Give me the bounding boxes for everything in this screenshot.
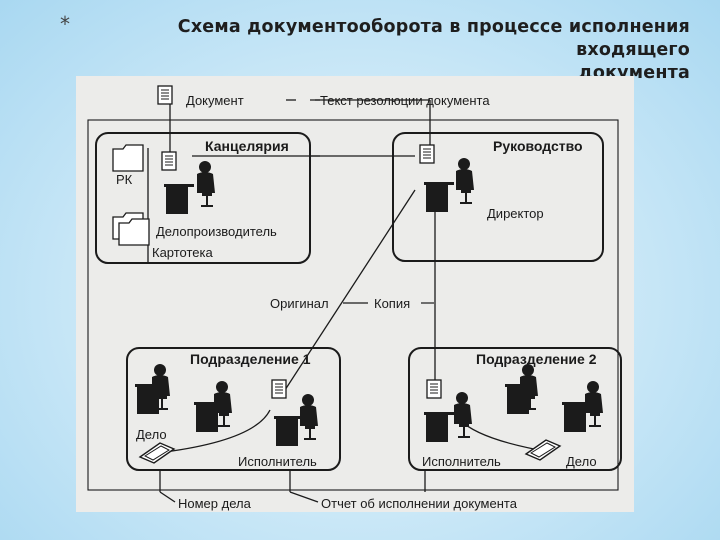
document-label: Документ bbox=[186, 93, 244, 108]
dept1-worker-icons bbox=[135, 363, 233, 432]
office-box bbox=[95, 132, 311, 264]
director-person-icon bbox=[424, 157, 475, 212]
title-bullet: * bbox=[60, 12, 70, 36]
dept1-title: Подразделение 1 bbox=[190, 351, 311, 367]
slide-title-line1: Схема документооборота в процессе исполн… bbox=[177, 17, 690, 60]
case2-label: Дело bbox=[566, 454, 597, 469]
rk-label: РК bbox=[116, 172, 133, 187]
rk-folder-icon bbox=[112, 144, 144, 172]
dept2-box bbox=[408, 347, 622, 471]
slide-title: Схема документооборота в процессе исполн… bbox=[60, 16, 690, 85]
execution-report-label: Отчет об исполнении документа bbox=[321, 496, 518, 511]
card-index-folder-back-icon bbox=[118, 218, 150, 246]
outer-boundary bbox=[87, 119, 619, 491]
document-flow-diagram: Документ Текст резолюции документа Канце… bbox=[76, 76, 634, 512]
case1-tray-icon bbox=[139, 442, 175, 464]
case2-tray-icon bbox=[525, 439, 561, 461]
dept1-box bbox=[126, 347, 341, 471]
executor2-label: Исполнитель bbox=[422, 454, 501, 469]
dept1-document-icon bbox=[271, 379, 287, 399]
management-title: Руководство bbox=[493, 138, 583, 154]
office-document-icon bbox=[161, 151, 177, 171]
resolution-label: Текст резолюции документа bbox=[320, 93, 490, 108]
original-label: Оригинал bbox=[270, 296, 329, 311]
flow-lines bbox=[147, 99, 551, 503]
clerk-label: Делопроизводитель bbox=[156, 224, 277, 239]
dept2-worker-icons bbox=[505, 363, 604, 432]
management-box bbox=[392, 132, 604, 262]
executor2-person-icon bbox=[424, 391, 473, 442]
director-label: Директор bbox=[487, 206, 544, 221]
executor1-label: Исполнитель bbox=[238, 454, 317, 469]
dept2-document-icon bbox=[426, 379, 442, 399]
card-index-label: Картотека bbox=[152, 245, 214, 260]
document-icon bbox=[157, 85, 173, 105]
dept2-title: Подразделение 2 bbox=[476, 351, 597, 367]
case-number-label: Номер дела bbox=[178, 496, 252, 511]
office-title: Канцелярия bbox=[205, 138, 289, 154]
copy-label: Копия bbox=[374, 296, 410, 311]
executor1-person-icon bbox=[274, 393, 319, 446]
director-document-icon bbox=[419, 144, 435, 164]
case1-label: Дело bbox=[136, 427, 167, 442]
